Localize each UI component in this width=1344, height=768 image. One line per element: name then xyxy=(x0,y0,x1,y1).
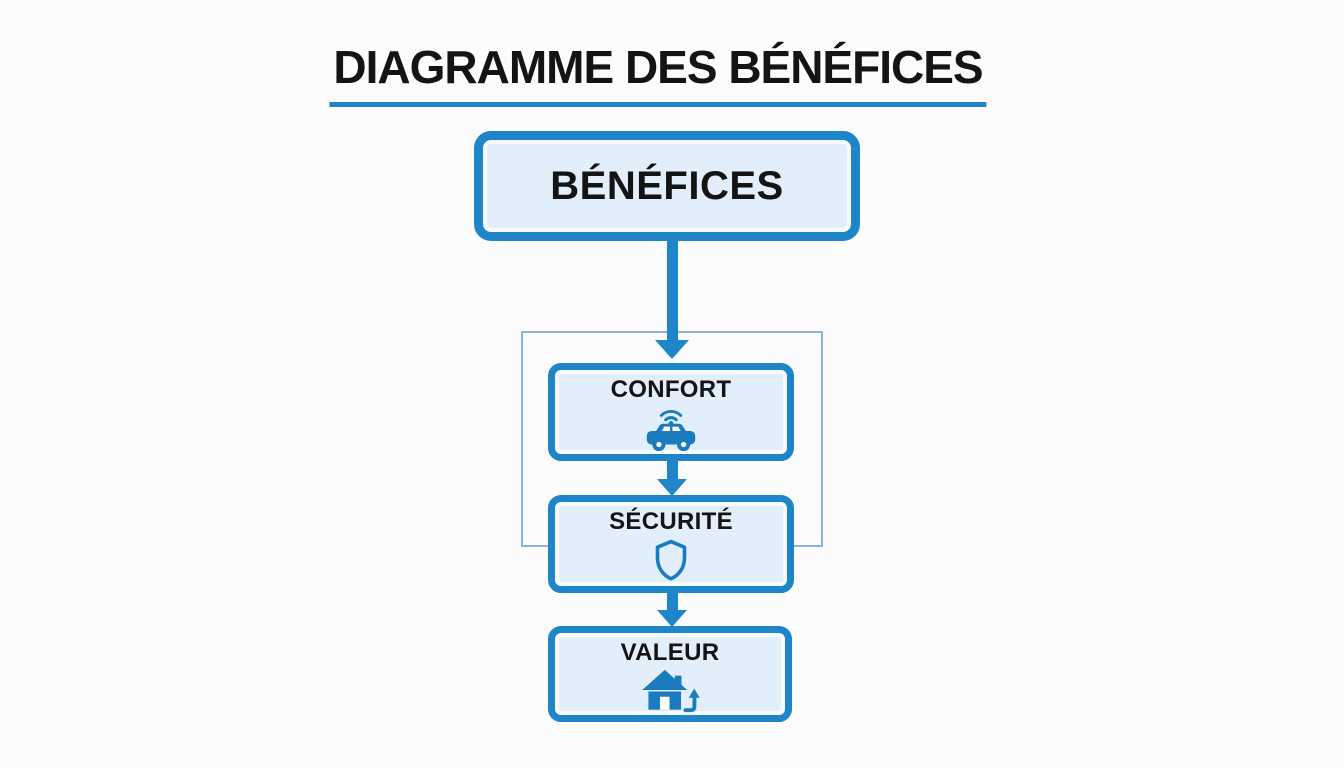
arrow-shaft xyxy=(667,590,678,612)
shield-icon xyxy=(655,540,687,581)
arrow-head xyxy=(655,340,689,359)
node-benefices-label: BÉNÉFICES xyxy=(550,163,784,208)
node-confort-label: CONFORT xyxy=(610,376,732,403)
node-securite: SÉCURITÉ xyxy=(548,495,794,593)
node-securite-label: SÉCURITÉ xyxy=(609,508,733,535)
node-confort: CONFORT xyxy=(548,363,794,461)
node-valeur-label: VALEUR xyxy=(620,639,720,666)
connected-car-icon xyxy=(646,410,696,452)
node-benefices: BÉNÉFICES xyxy=(474,131,860,241)
node-valeur: VALEUR xyxy=(548,626,792,722)
arrow-head xyxy=(657,479,687,496)
arrow-head xyxy=(657,610,687,627)
house-value-up-icon xyxy=(642,670,700,713)
page-title: DIAGRAMME DES BÉNÉFICES xyxy=(329,40,987,107)
arrow-shaft xyxy=(667,459,678,481)
arrow-shaft xyxy=(667,239,678,342)
